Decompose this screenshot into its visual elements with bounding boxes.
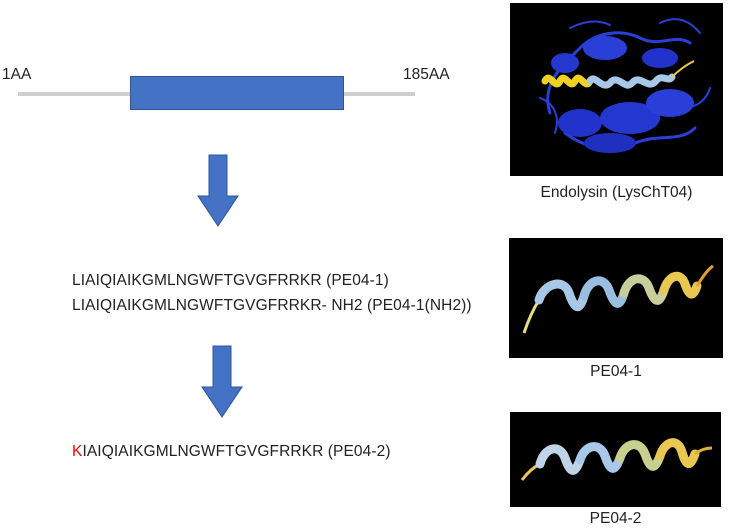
substituted-residue: K (72, 443, 83, 460)
sequence-pe04-2-rest: IAIQIAIKGMLNGWFTGVGFRRKR (PE04-2) (82, 443, 391, 460)
pe04-2-structure-image (520, 438, 713, 481)
endolysin-caption: Endolysin (LysChT04) (540, 184, 693, 201)
pe04-1-structure-panel (509, 238, 723, 358)
sequence-pe04-2: KIAIQIAIKGMLNGWFTGVGFRRKR (PE04-2) (72, 443, 391, 461)
endolysin-structure-image (539, 18, 711, 153)
end-residue-label: 185AA (403, 66, 450, 83)
down-arrow-icon (201, 345, 243, 418)
pe04-1-structure-image (522, 264, 714, 334)
pe04-1-caption: PE04-1 (590, 363, 642, 380)
sequence-pe04-1-nh2: LIAIQIAIKGMLNGWFTGVGFRRKR- NH2 (PE04-1(N… (72, 297, 472, 314)
start-residue-label: 1AA (2, 66, 32, 83)
pe04-2-caption: PE04-2 (589, 510, 642, 527)
peptide-domain-box (130, 76, 344, 110)
endolysin-structure-panel (510, 3, 723, 176)
pe04-2-structure-panel (510, 412, 721, 507)
sequence-pe04-1: LIAIQIAIKGMLNGWFTGVGFRRKR (PE04-1) (72, 272, 389, 289)
down-arrow-icon (197, 154, 239, 227)
